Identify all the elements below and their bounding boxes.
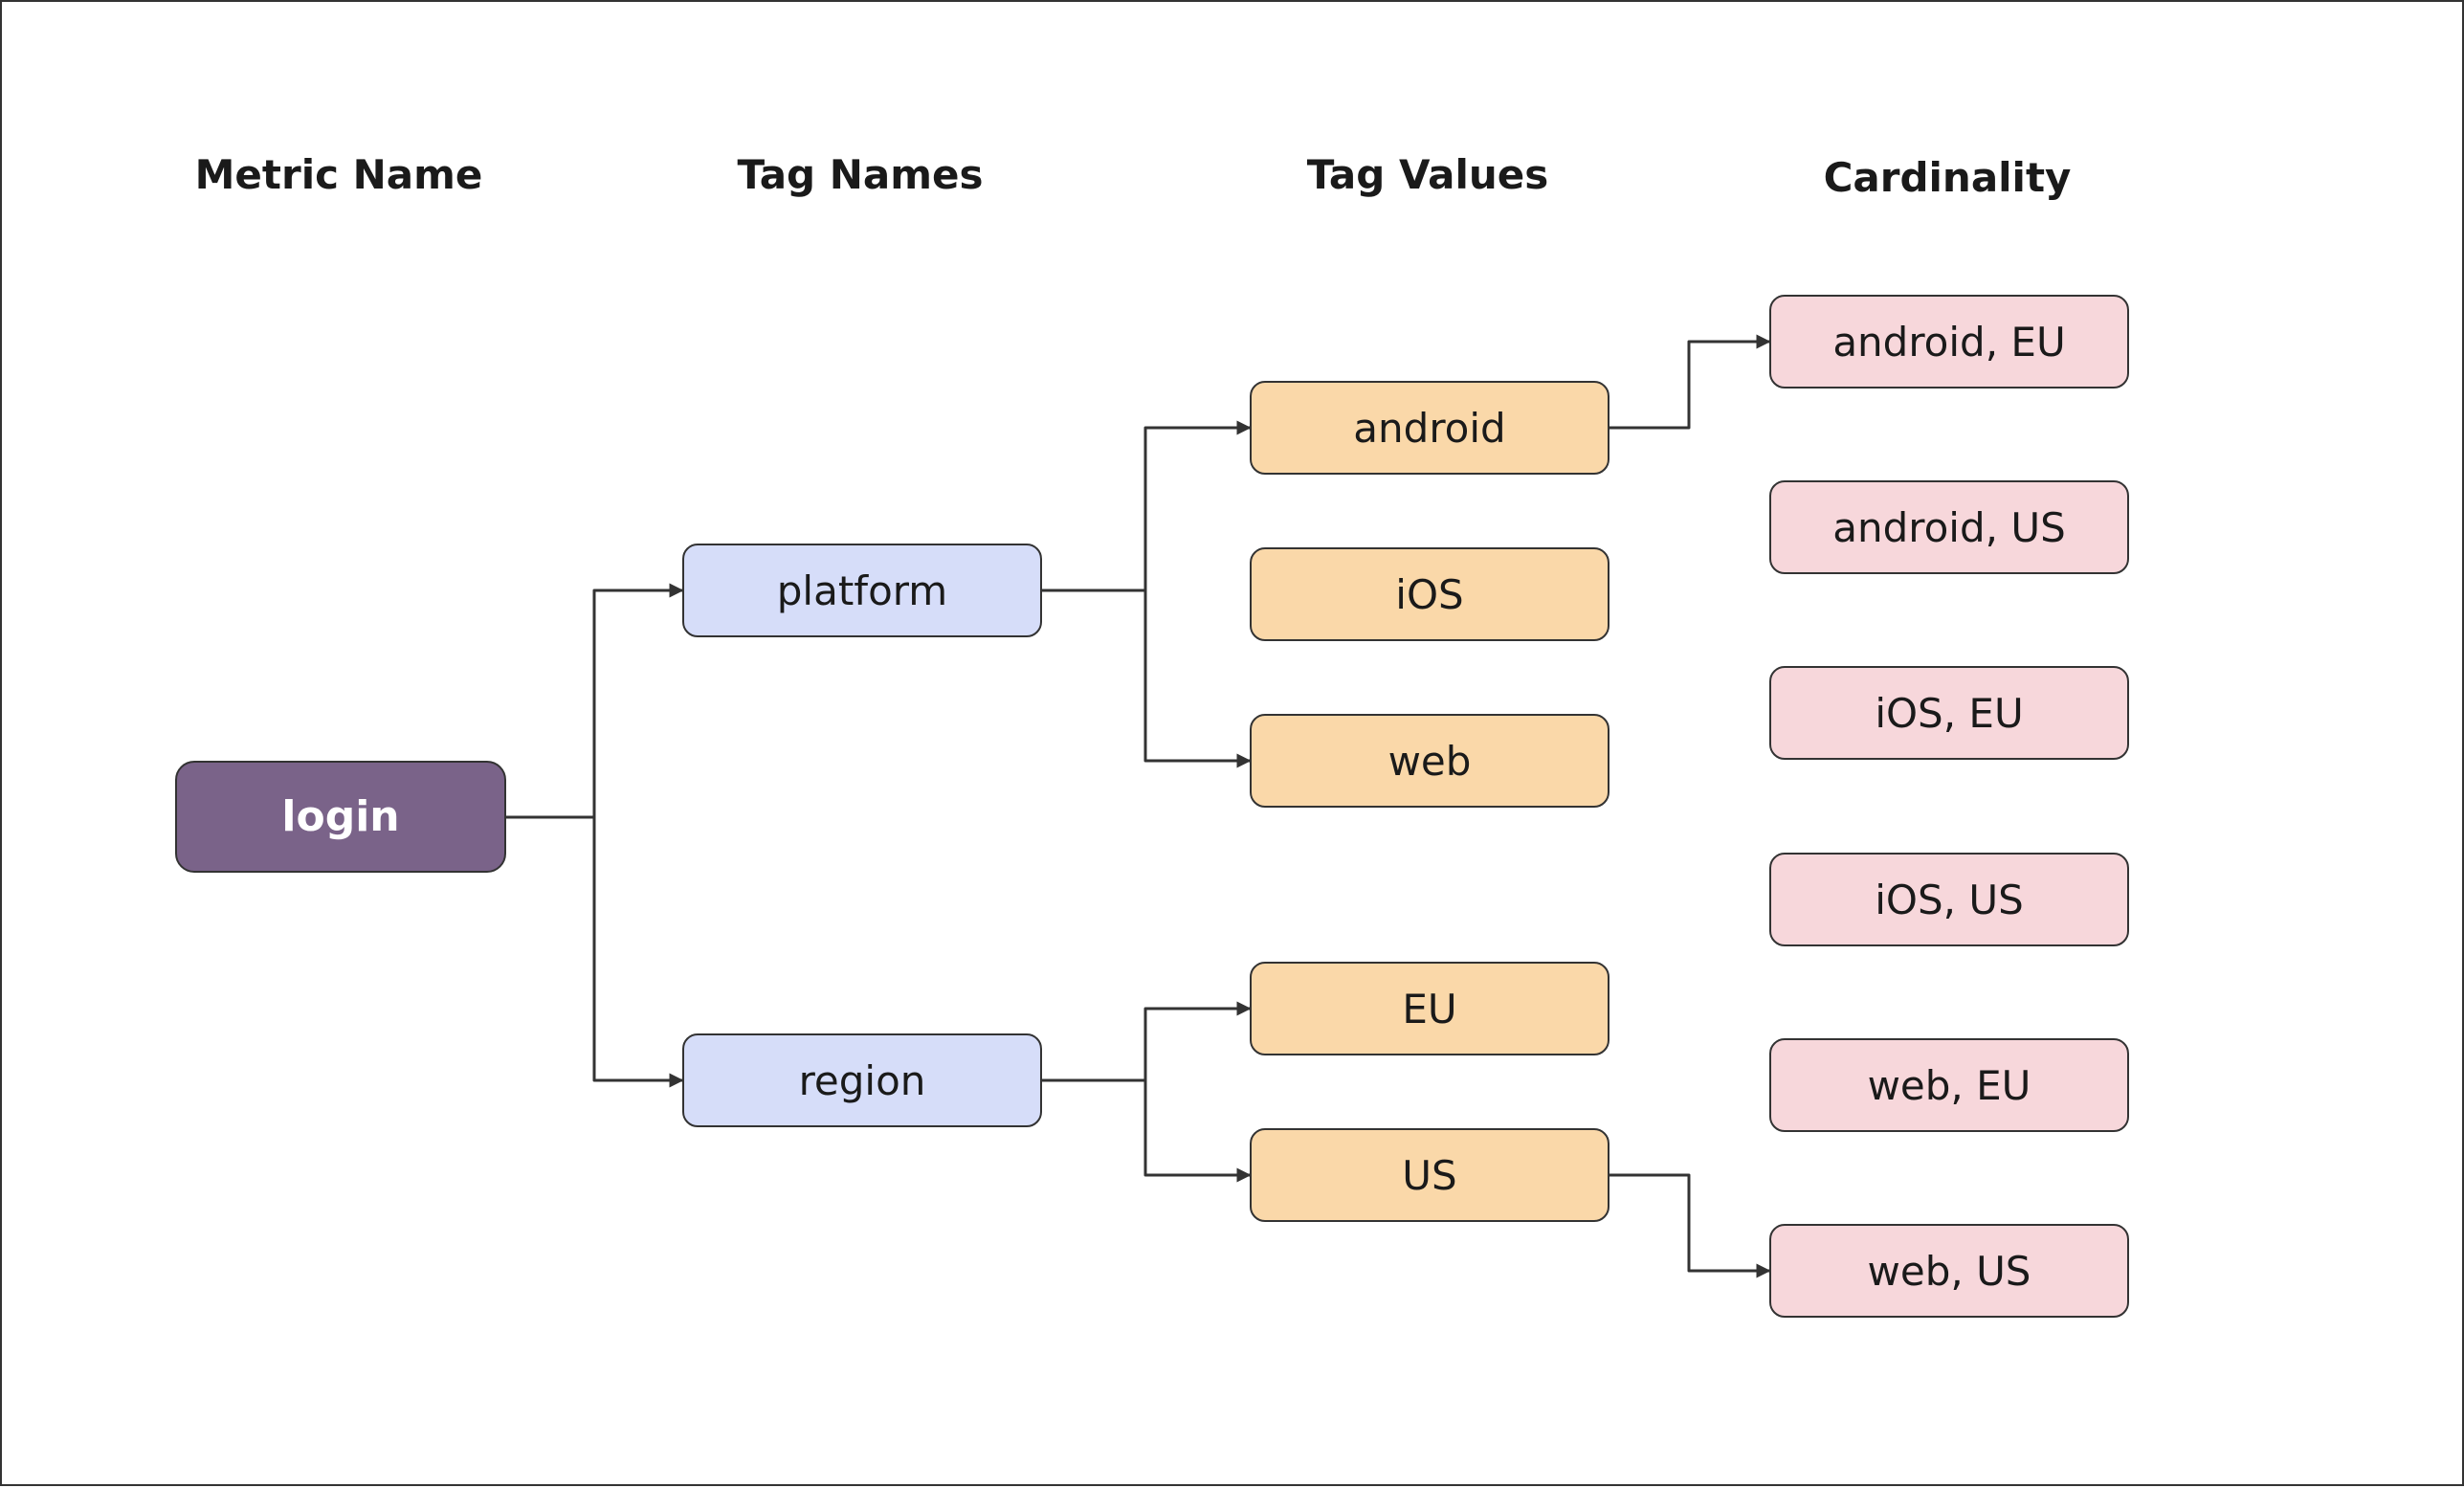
cardinality-node-android-us: android, US (1769, 480, 2129, 574)
tag-name-node-region: region (682, 1033, 1042, 1127)
connector-region-us (1143, 1080, 1252, 1183)
cardinality-node-ios-us: iOS, US (1769, 853, 2129, 946)
tag-value-node-web: web (1250, 714, 1609, 808)
connector-login-region (592, 817, 684, 1088)
tag-value-node-eu: EU (1250, 962, 1609, 1055)
header-tag-names: Tag Names (737, 151, 984, 198)
cardinality-node-android-eu: android, EU (1769, 295, 2129, 389)
connector-region-eu (1143, 1001, 1252, 1080)
header-metric-name: Metric Name (194, 151, 483, 198)
connector-us-card (1609, 1173, 1771, 1278)
tag-value-node-us: US (1250, 1128, 1609, 1222)
metric-node-login: login (175, 761, 506, 873)
tag-value-node-android: android (1250, 381, 1609, 475)
header-tag-values: Tag Values (1306, 151, 1549, 198)
header-cardinality: Cardinality (1823, 154, 2072, 201)
tag-value-node-ios: iOS (1250, 547, 1609, 641)
tag-name-node-platform: platform (682, 544, 1042, 637)
connector-platform-android (1143, 420, 1252, 590)
connector-login-platform (592, 583, 684, 817)
cardinality-node-web-eu: web, EU (1769, 1038, 2129, 1132)
cardinality-node-ios-eu: iOS, EU (1769, 666, 2129, 760)
cardinality-node-web-us: web, US (1769, 1224, 2129, 1318)
connector-platform-web (1143, 590, 1252, 768)
connector-android-card (1609, 334, 1771, 430)
